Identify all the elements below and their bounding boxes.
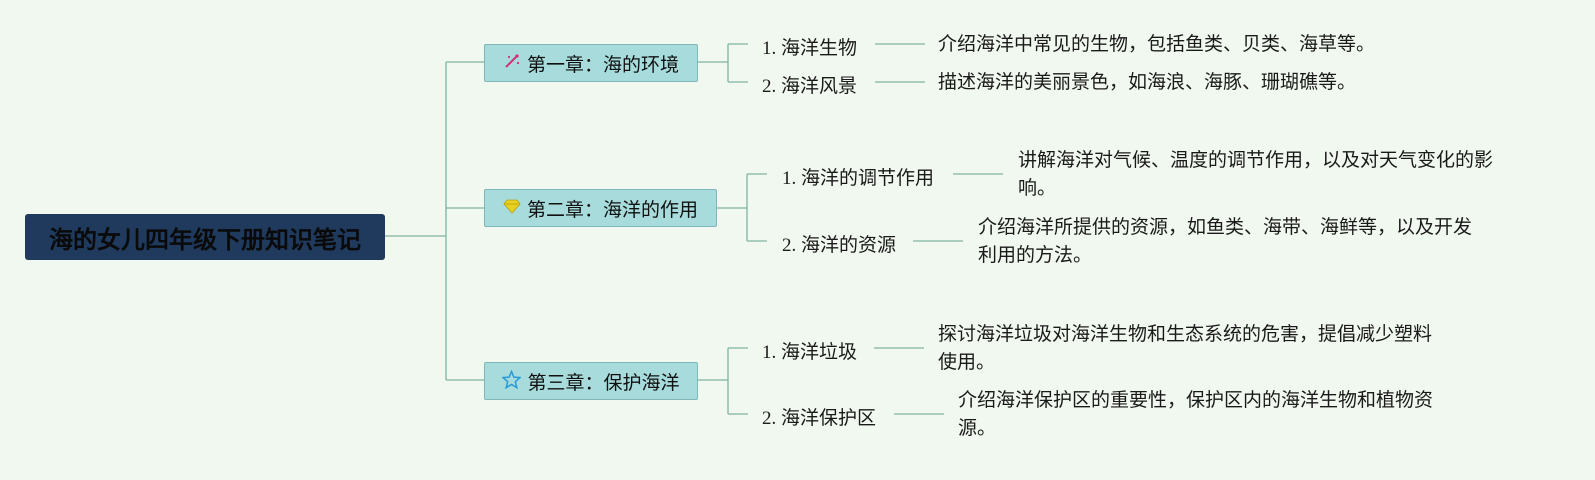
- root-topic[interactable]: 海的女儿四年级下册知识笔记: [25, 214, 385, 260]
- chapter-1-item-1[interactable]: 1. 海洋生物: [762, 38, 858, 59]
- chapter-1-label: 第一章：海的环境: [526, 53, 679, 76]
- chapter-2-item-1-desc: 讲解海洋对气候、温度的调节作用，以及对天气变化的影响。: [1018, 149, 1494, 199]
- chapter-1-item-2-desc: 描述海洋的美丽景色，如海浪、海豚、珊瑚礁等。: [938, 71, 1357, 93]
- chapter-2-topic[interactable]: 第二章：海洋的作用: [484, 189, 717, 227]
- chapter-1-item-1-desc: 介绍海洋中常见的生物，包括鱼类、贝类、海草等。: [938, 33, 1376, 55]
- root-topic-label: 海的女儿四年级下册知识笔记: [49, 225, 361, 254]
- magic-wand-icon: [503, 52, 521, 74]
- chapter-1-topic[interactable]: 第一章：海的环境: [484, 44, 698, 82]
- chapter-3-item-2[interactable]: 2. 海洋保护区: [762, 408, 877, 429]
- chapter-3-item-2-desc: 介绍海洋保护区的重要性，保护区内的海洋生物和植物资源。: [958, 389, 1434, 439]
- chapter-2-label: 第二章：海洋的作用: [526, 198, 698, 221]
- chapter-3-item-1-desc: 探讨海洋垃圾对海洋生物和生态系统的危害，提倡减少塑料使用。: [938, 323, 1433, 373]
- chapter-3-topic[interactable]: 第三章：保护海洋: [484, 362, 698, 400]
- chapter-2-item-2[interactable]: 2. 海洋的资源: [782, 235, 897, 256]
- chapter-2-item-1[interactable]: 1. 海洋的调节作用: [782, 168, 935, 189]
- chapter-3-label: 第三章：保护海洋: [527, 371, 680, 394]
- gem-icon: [503, 197, 521, 219]
- star-icon: [501, 368, 523, 393]
- chapter-3-item-1[interactable]: 1. 海洋垃圾: [762, 342, 858, 363]
- chapter-1-item-2[interactable]: 2. 海洋风景: [762, 76, 858, 97]
- chapter-2-item-2-desc: 介绍海洋所提供的资源，如鱼类、海带、海鲜等，以及开发利用的方法。: [978, 216, 1473, 266]
